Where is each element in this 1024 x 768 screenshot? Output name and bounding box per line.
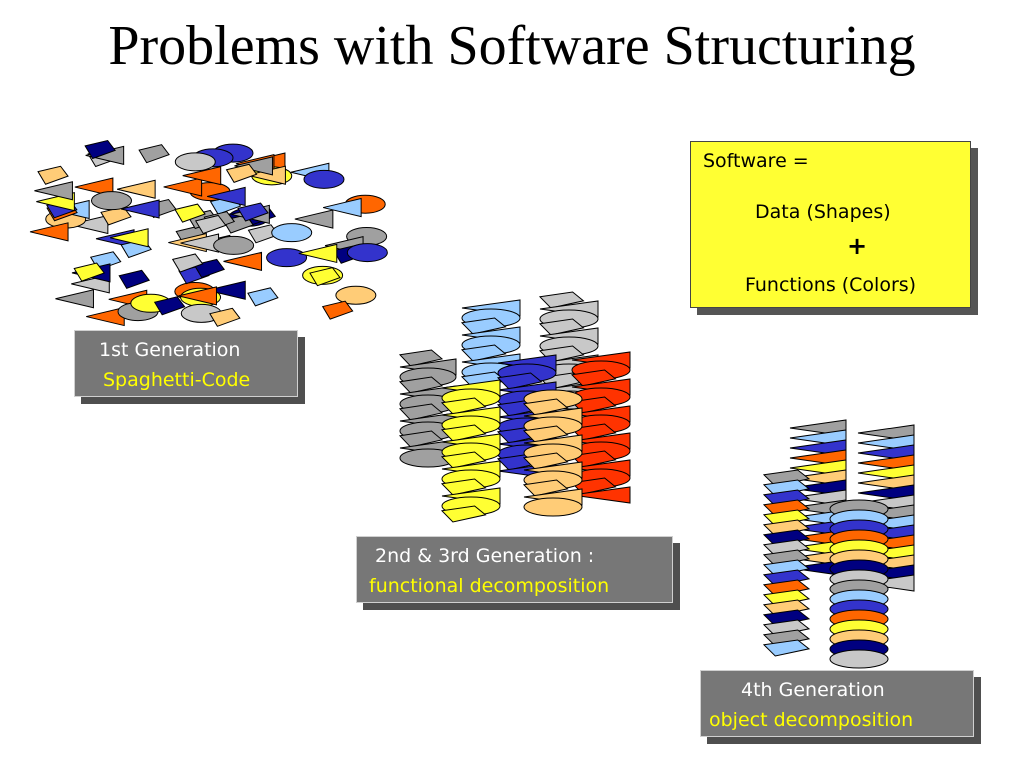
box-shape: [762, 639, 811, 657]
box-shape: [460, 344, 507, 362]
first-generation-label: 1st Generation Spaghetti-Code: [74, 330, 298, 397]
spaghetti-code-text: Spaghetti-Code: [103, 369, 251, 391]
box-shape: [762, 479, 811, 497]
box-shape: [762, 629, 811, 647]
box-shape: [37, 165, 69, 185]
functions-colors-text: Functions (Colors): [745, 274, 917, 296]
ellipse-shape: [346, 243, 388, 263]
functional-decomposition-text: functional decomposition: [369, 575, 610, 597]
box-shape: [762, 509, 811, 527]
functional-stacks: [398, 291, 631, 523]
box-shape: [194, 214, 227, 235]
box-shape: [247, 287, 279, 307]
box-shape: [762, 609, 811, 627]
box-shape: [762, 569, 811, 587]
triangle-shape: [178, 286, 217, 306]
box-shape: [522, 425, 569, 443]
triangle-shape: [109, 228, 149, 248]
box-shape: [440, 424, 487, 442]
ellipse-shape: [303, 169, 345, 189]
software-equals-text: Software =: [703, 150, 809, 172]
triangle-shape: [29, 222, 69, 242]
object-decomposition-text: object decomposition: [709, 709, 914, 731]
box-shape: [762, 559, 811, 577]
box-shape: [762, 589, 811, 607]
ellipse-shape: [523, 497, 583, 517]
triangle-shape: [571, 486, 631, 504]
box-shape: [762, 539, 811, 557]
box-shape: [440, 478, 487, 496]
triangle-shape: [298, 243, 338, 264]
box-shape: [496, 372, 543, 390]
box-shape: [762, 549, 811, 567]
box-shape: [153, 296, 186, 316]
box-shape: [321, 300, 354, 320]
box-shape: [398, 430, 444, 448]
box-shape: [237, 202, 269, 222]
triangle-shape: [182, 165, 222, 186]
triangle-shape: [34, 181, 73, 201]
ellipse-shape: [271, 223, 313, 243]
box-shape: [762, 529, 811, 547]
triangle-shape: [55, 289, 94, 309]
triangle-shape: [294, 209, 334, 229]
fourth-generation-title: 4th Generation: [741, 679, 885, 701]
fourth-generation-label: 4th Generation object decomposition: [700, 670, 974, 737]
ellipse-shape: [335, 285, 377, 305]
triangle-shape: [223, 251, 263, 271]
box-shape: [440, 451, 487, 469]
triangle-shape: [207, 280, 246, 300]
second-third-generation-title: 2nd & 3rd Generation :: [375, 545, 595, 567]
triangle-shape: [323, 197, 362, 218]
box-shape: [440, 397, 487, 415]
box-shape: [171, 253, 204, 273]
box-shape: [538, 291, 585, 309]
ellipse-shape: [213, 235, 255, 255]
scattered-shapes: [29, 139, 388, 327]
box-shape: [225, 163, 258, 183]
triangle-shape: [74, 177, 114, 197]
box-shape: [440, 505, 487, 523]
ellipse-shape: [174, 152, 216, 172]
box-shape: [762, 599, 811, 617]
first-generation-title: 1st Generation: [99, 339, 241, 361]
box-shape: [522, 479, 569, 497]
box-shape: [522, 398, 569, 416]
second-third-generation-label: 2nd & 3rd Generation : functional decomp…: [356, 536, 673, 603]
plus-sign: +: [847, 232, 868, 260]
triangle-shape: [207, 186, 246, 207]
box-shape: [460, 317, 507, 335]
box-shape: [538, 318, 585, 336]
ellipse-shape: [90, 191, 132, 211]
object-stacks: [762, 419, 915, 669]
box-shape: [209, 307, 241, 327]
box-shape: [174, 203, 206, 223]
box-shape: [762, 469, 811, 487]
box-shape: [522, 452, 569, 470]
box-shape: [762, 489, 811, 507]
box-shape: [762, 579, 811, 597]
box-shape: [570, 369, 617, 387]
triangle-shape: [117, 179, 156, 199]
box-shape: [73, 262, 106, 282]
box-shape: [762, 519, 811, 537]
box-shape: [309, 267, 341, 287]
triangle-shape: [121, 199, 160, 219]
slide-title: Problems with Software Structuring: [108, 15, 916, 77]
software-definition-box: Software = Data (Shapes) + Functions (Co…: [690, 141, 971, 308]
box-shape: [84, 139, 116, 160]
box-shape: [118, 269, 151, 289]
box-shape: [398, 403, 444, 421]
box-shape: [398, 376, 444, 394]
ellipse-shape: [829, 649, 889, 669]
box-shape: [762, 499, 811, 517]
ellipse-shape: [266, 248, 308, 268]
triangle-shape: [163, 177, 203, 197]
data-shapes-text: Data (Shapes): [755, 201, 891, 223]
box-shape: [762, 619, 811, 637]
box-shape: [138, 144, 170, 164]
box-shape: [398, 349, 444, 367]
